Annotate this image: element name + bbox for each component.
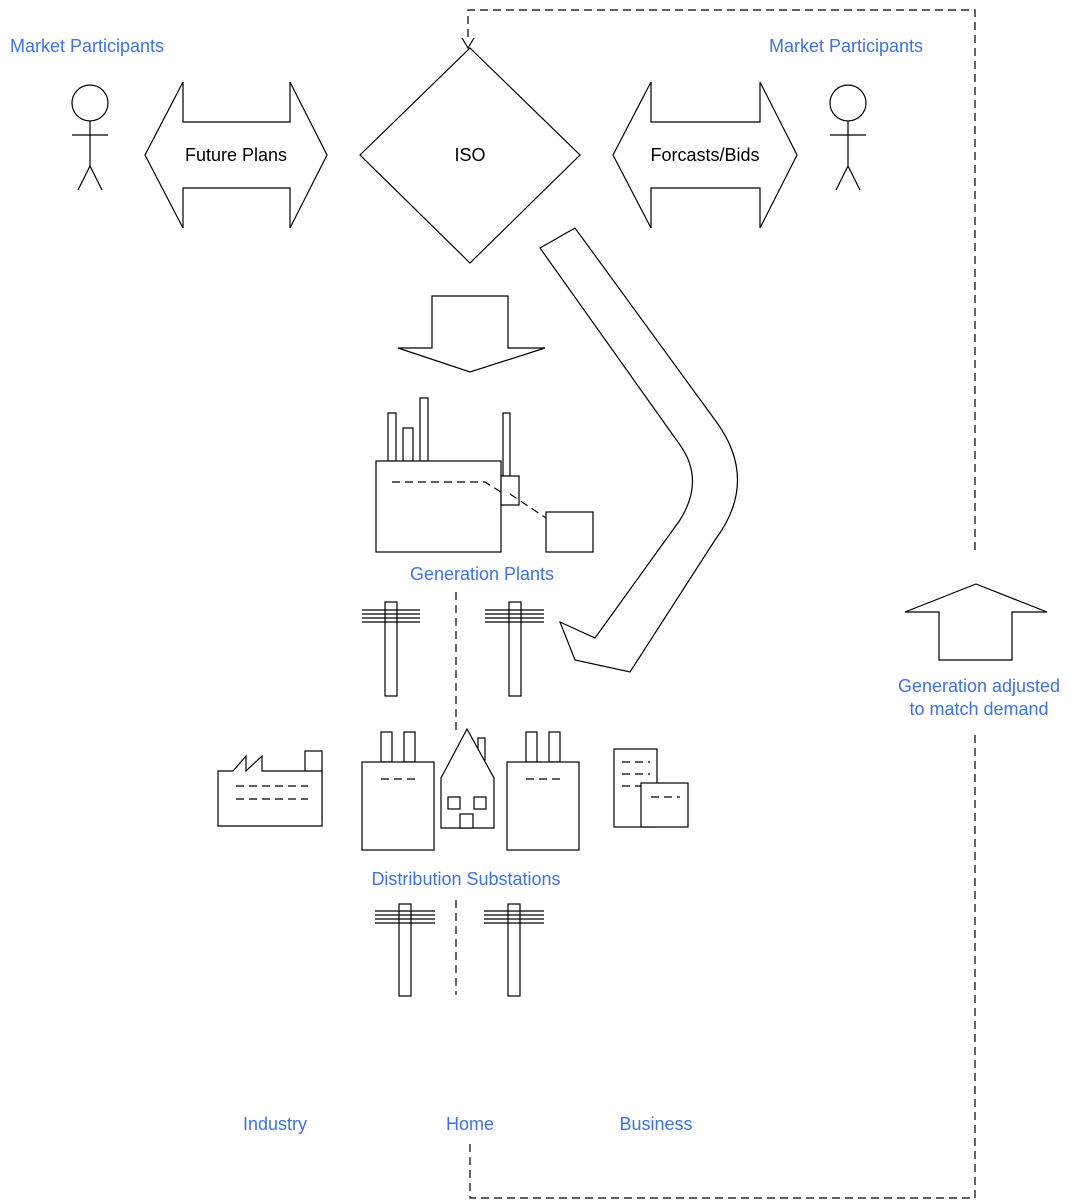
substation-icon — [361, 731, 435, 851]
utility-pole-icon — [484, 903, 544, 997]
utility-pole-icon — [375, 903, 435, 997]
actor-icon — [829, 84, 867, 191]
forecasts-bids-label: Forcasts/Bids — [650, 145, 759, 165]
actor-icon — [71, 84, 109, 191]
forecasts-bids-arrow — [612, 81, 798, 229]
market-participants-right-label: Market Participants — [769, 36, 923, 56]
substation-icon — [506, 731, 580, 851]
feedback-arrowhead — [461, 37, 475, 50]
generation-plants-label: Generation Plants — [410, 564, 554, 584]
generation-adjusted-label-line1: Generation adjusted — [898, 676, 1060, 696]
curved-arrow — [539, 227, 739, 673]
down-arrow — [397, 295, 546, 373]
utility-pole-icon — [485, 601, 544, 697]
home-label: Home — [446, 1114, 494, 1134]
distribution-substations-label: Distribution Substations — [371, 869, 560, 889]
future-plans-label: Future Plans — [185, 145, 287, 165]
house-icon — [440, 727, 495, 829]
utility-pole-icon — [362, 601, 420, 697]
market-participants-left-label: Market Participants — [10, 36, 164, 56]
future-plans-arrow — [144, 81, 328, 229]
feedback-loop-line — [467, 9, 976, 550]
iso-diamond — [359, 47, 581, 264]
generation-adjusted-label-line2: to match demand — [909, 699, 1048, 719]
power-plant-icon — [375, 397, 594, 553]
industry-label: Industry — [243, 1114, 307, 1134]
feedback-loop-line-lower — [469, 735, 976, 1199]
factory-icon — [217, 750, 323, 827]
iso-label: ISO — [454, 145, 485, 165]
office-building-icon — [613, 748, 689, 828]
up-arrow — [904, 583, 1048, 661]
business-label: Business — [619, 1114, 692, 1134]
